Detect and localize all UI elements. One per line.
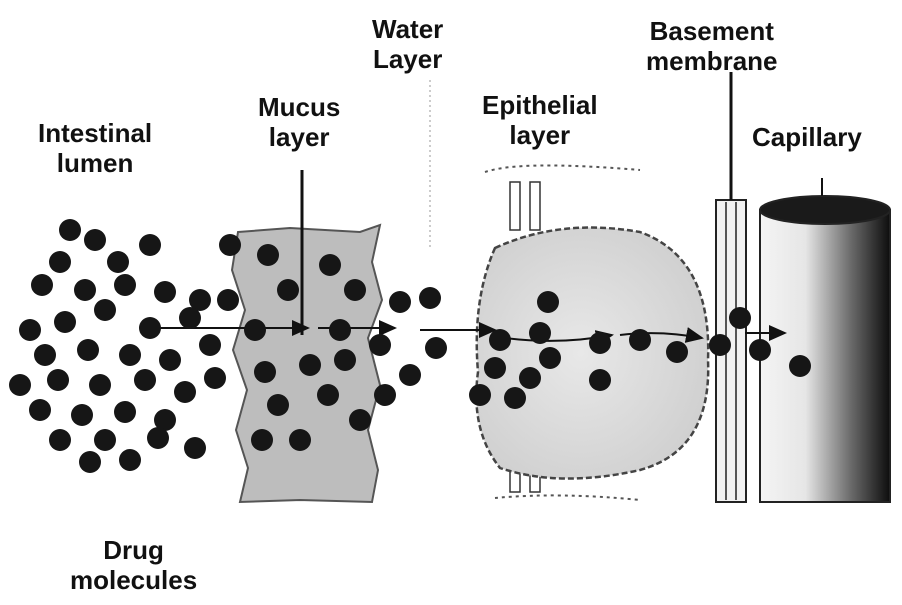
label-basement-membrane-line-1: Basement xyxy=(646,16,778,46)
label-water-layer: Water Layer xyxy=(372,14,443,74)
label-water-layer-line-2: Layer xyxy=(372,44,443,74)
label-epithelial-layer-line-1: Epithelial xyxy=(482,90,598,120)
label-capillary-line-1: Capillary xyxy=(752,122,862,152)
label-drug-molecules: Drug molecules xyxy=(70,535,197,595)
label-basement-membrane: Basement membrane xyxy=(646,16,778,76)
label-mucus-layer: Mucus layer xyxy=(258,92,340,152)
label-epithelial-layer-line-2: layer xyxy=(482,120,598,150)
label-intestinal-lumen-line-2: lumen xyxy=(38,148,152,178)
epithelial-cell xyxy=(476,165,708,500)
label-mucus-layer-line-1: Mucus xyxy=(258,92,340,122)
label-drug-molecules-line-2: molecules xyxy=(70,565,197,595)
label-intestinal-lumen: Intestinal lumen xyxy=(38,118,152,178)
label-water-layer-line-1: Water xyxy=(372,14,443,44)
label-drug-molecules-line-1: Drug xyxy=(70,535,197,565)
label-mucus-layer-line-2: layer xyxy=(258,122,340,152)
basement-membrane xyxy=(716,72,746,502)
label-intestinal-lumen-line-1: Intestinal xyxy=(38,118,152,148)
label-epithelial-layer: Epithelial layer xyxy=(482,90,598,150)
label-basement-membrane-line-2: membrane xyxy=(646,46,778,76)
label-capillary: Capillary xyxy=(752,122,862,152)
capillary-vessel xyxy=(760,178,890,502)
